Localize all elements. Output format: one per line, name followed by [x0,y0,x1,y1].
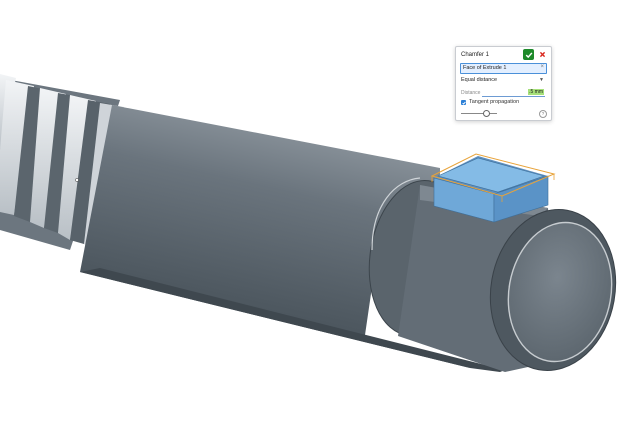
chamfer-type-dropdown[interactable]: Equal distance ▼ [460,76,547,85]
tangent-propagation-checkbox[interactable] [461,100,466,105]
checkmark-icon [525,51,532,58]
selection-value: Face of Extrude 1 [463,65,507,71]
key-feature[interactable] [430,153,556,223]
distance-row: Distance .5 mm [460,88,547,97]
chamfer-type-value: Equal distance [461,77,498,83]
cancel-button[interactable] [538,49,547,60]
selection-field[interactable]: Face of Extrude 1 × [460,63,547,74]
shaft-body[interactable] [80,105,470,368]
distance-value: .5 mm [528,89,544,95]
dialog-header: Chamfer 1 [460,49,547,61]
shaft-shadow-edge [80,268,505,372]
clear-selection-button[interactable]: × [540,64,544,70]
tangent-propagation-label: Tangent propagation [469,99,520,105]
dialog-title: Chamfer 1 [461,52,490,58]
distance-input[interactable]: .5 mm [482,88,545,97]
chevron-down-icon: ▼ [539,77,544,83]
checkmark-icon [461,101,466,105]
slider-thumb[interactable] [483,110,490,117]
slider-row: ? [460,110,547,118]
ok-button[interactable] [523,49,534,60]
close-icon [539,51,546,58]
chamfer-dialog: Chamfer 1 Face of Extrude 1 × Equal dist… [455,46,552,121]
distance-label: Distance [461,90,481,96]
help-icon[interactable]: ? [539,110,547,118]
tangent-propagation-row: Tangent propagation [460,99,547,107]
end-cap-face[interactable] [498,214,623,370]
origin-point[interactable] [75,178,79,182]
step-edge-highlight [371,177,421,251]
slider-track[interactable] [461,113,497,114]
